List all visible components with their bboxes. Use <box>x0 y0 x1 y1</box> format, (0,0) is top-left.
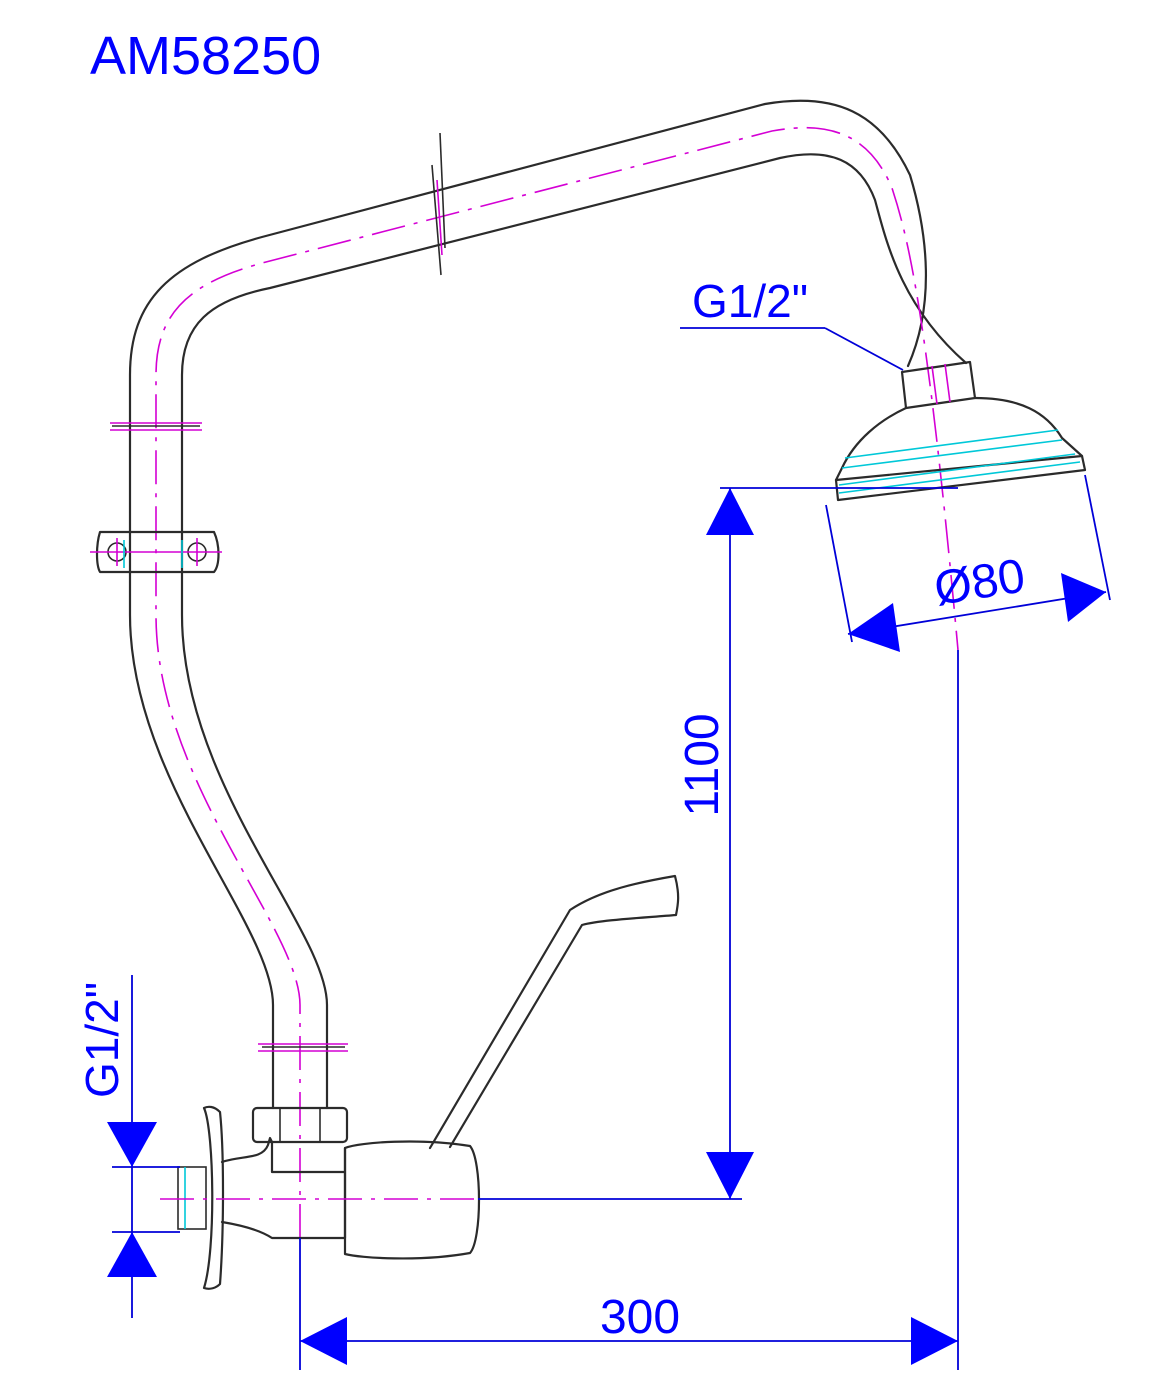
arrow-right-head <box>911 1317 958 1365</box>
top-pipe-joint <box>431 132 446 276</box>
lower-pipe-band <box>258 1043 348 1052</box>
diameter-dimension: Ø80 <box>825 474 1111 652</box>
projection-value: 300 <box>600 1291 680 1344</box>
projection-dimension: 300 <box>299 650 959 1370</box>
head-thread-callout: G1/2" <box>680 275 904 371</box>
pipe-clamp-band <box>110 422 202 431</box>
arrow-left-head <box>300 1317 347 1365</box>
diameter-arrow-left <box>848 603 900 652</box>
height-value: 1100 <box>676 713 729 816</box>
wall-bracket <box>90 530 222 574</box>
diameter-value: Ø80 <box>931 549 1029 616</box>
head-thread-label: G1/2" <box>692 275 808 327</box>
wall-valve <box>160 874 680 1290</box>
inlet-arrow-up <box>107 1232 157 1277</box>
height-dimension: 1100 <box>478 487 958 1200</box>
shower-head <box>834 360 1087 502</box>
arrow-up-head <box>706 488 754 535</box>
model-number: AM58250 <box>90 26 321 86</box>
shower-pipe <box>128 99 968 1238</box>
diameter-arrow-right <box>1061 573 1106 622</box>
inlet-thread-label: G1/2" <box>76 982 128 1098</box>
arrow-down-head <box>706 1152 754 1199</box>
inlet-thread-dimension: G1/2" <box>76 975 180 1318</box>
inlet-arrow-down <box>107 1122 157 1167</box>
